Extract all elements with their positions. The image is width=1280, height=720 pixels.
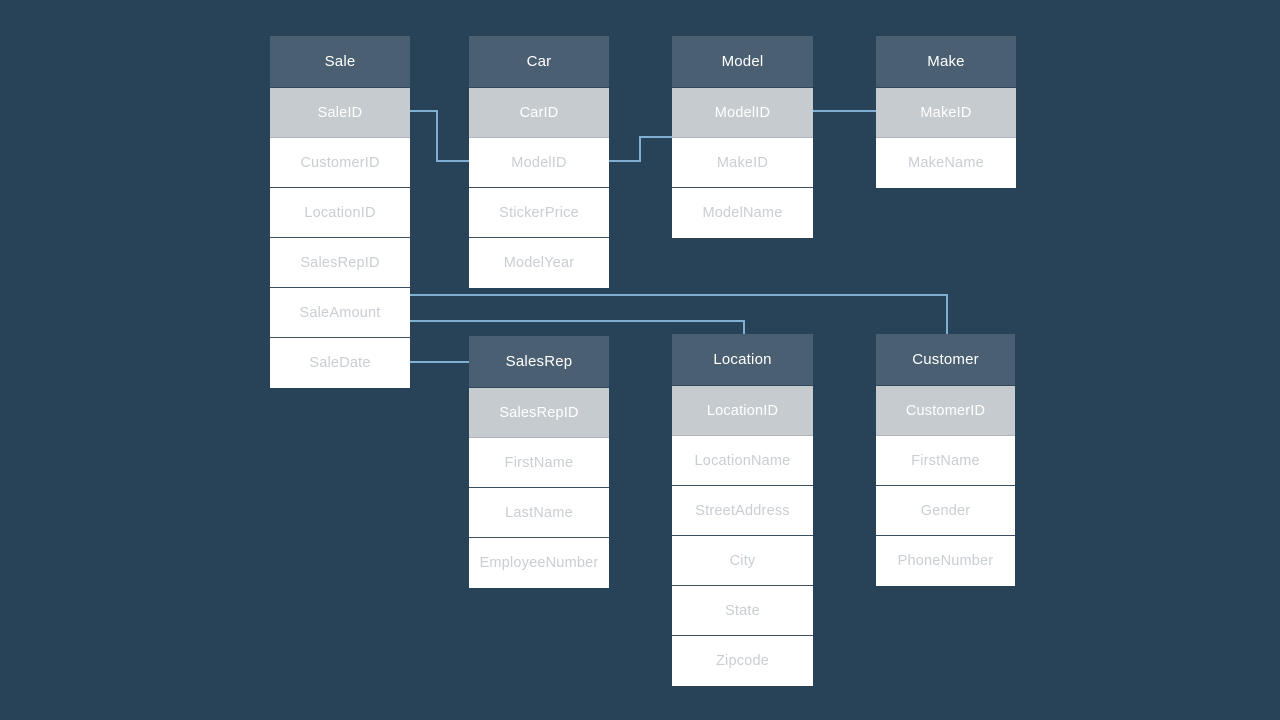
- attribute-row-modelname[interactable]: ModelName: [672, 188, 813, 238]
- attribute-row-makename[interactable]: MakeName: [876, 138, 1016, 188]
- attribute-row-modelid[interactable]: ModelID: [469, 138, 609, 188]
- attribute-row-modelid[interactable]: ModelID: [672, 88, 813, 138]
- attribute-row-lastname[interactable]: LastName: [469, 488, 609, 538]
- relationship-line-3: [410, 294, 948, 334]
- attribute-row-saleid[interactable]: SaleID: [270, 88, 410, 138]
- attribute-row-modelyear[interactable]: ModelYear: [469, 238, 609, 288]
- attribute-row-locationname[interactable]: LocationName: [672, 436, 813, 486]
- entity-title-sale: Sale: [270, 36, 410, 88]
- relationship-line-0: [410, 110, 469, 162]
- attribute-row-firstname[interactable]: FirstName: [876, 436, 1015, 486]
- attribute-row-carid[interactable]: CarID: [469, 88, 609, 138]
- attribute-row-salesrepid[interactable]: SalesRepID: [270, 238, 410, 288]
- attribute-row-salesrepid[interactable]: SalesRepID: [469, 388, 609, 438]
- relationship-line-4: [410, 320, 745, 334]
- relationship-line-1: [609, 136, 672, 162]
- attribute-row-city[interactable]: City: [672, 536, 813, 586]
- attribute-row-phonenumber[interactable]: PhoneNumber: [876, 536, 1015, 586]
- attribute-row-firstname[interactable]: FirstName: [469, 438, 609, 488]
- attribute-row-locationid[interactable]: LocationID: [270, 188, 410, 238]
- attribute-row-makeid[interactable]: MakeID: [876, 88, 1016, 138]
- attribute-row-locationid[interactable]: LocationID: [672, 386, 813, 436]
- entity-title-customer: Customer: [876, 334, 1015, 386]
- attribute-row-employeenumber[interactable]: EmployeeNumber: [469, 538, 609, 588]
- attribute-row-saleamount[interactable]: SaleAmount: [270, 288, 410, 338]
- entity-title-car: Car: [469, 36, 609, 88]
- attribute-row-stickerprice[interactable]: StickerPrice: [469, 188, 609, 238]
- attribute-row-makeid[interactable]: MakeID: [672, 138, 813, 188]
- entity-title-salesrep: SalesRep: [469, 336, 609, 388]
- attribute-row-zipcode[interactable]: Zipcode: [672, 636, 813, 686]
- attribute-row-streetaddress[interactable]: StreetAddress: [672, 486, 813, 536]
- attribute-row-customerid[interactable]: CustomerID: [270, 138, 410, 188]
- entity-title-make: Make: [876, 36, 1016, 88]
- attribute-row-state[interactable]: State: [672, 586, 813, 636]
- attribute-row-saledate[interactable]: SaleDate: [270, 338, 410, 388]
- attribute-row-gender[interactable]: Gender: [876, 486, 1015, 536]
- entity-title-model: Model: [672, 36, 813, 88]
- entity-title-location: Location: [672, 334, 813, 386]
- attribute-row-customerid[interactable]: CustomerID: [876, 386, 1015, 436]
